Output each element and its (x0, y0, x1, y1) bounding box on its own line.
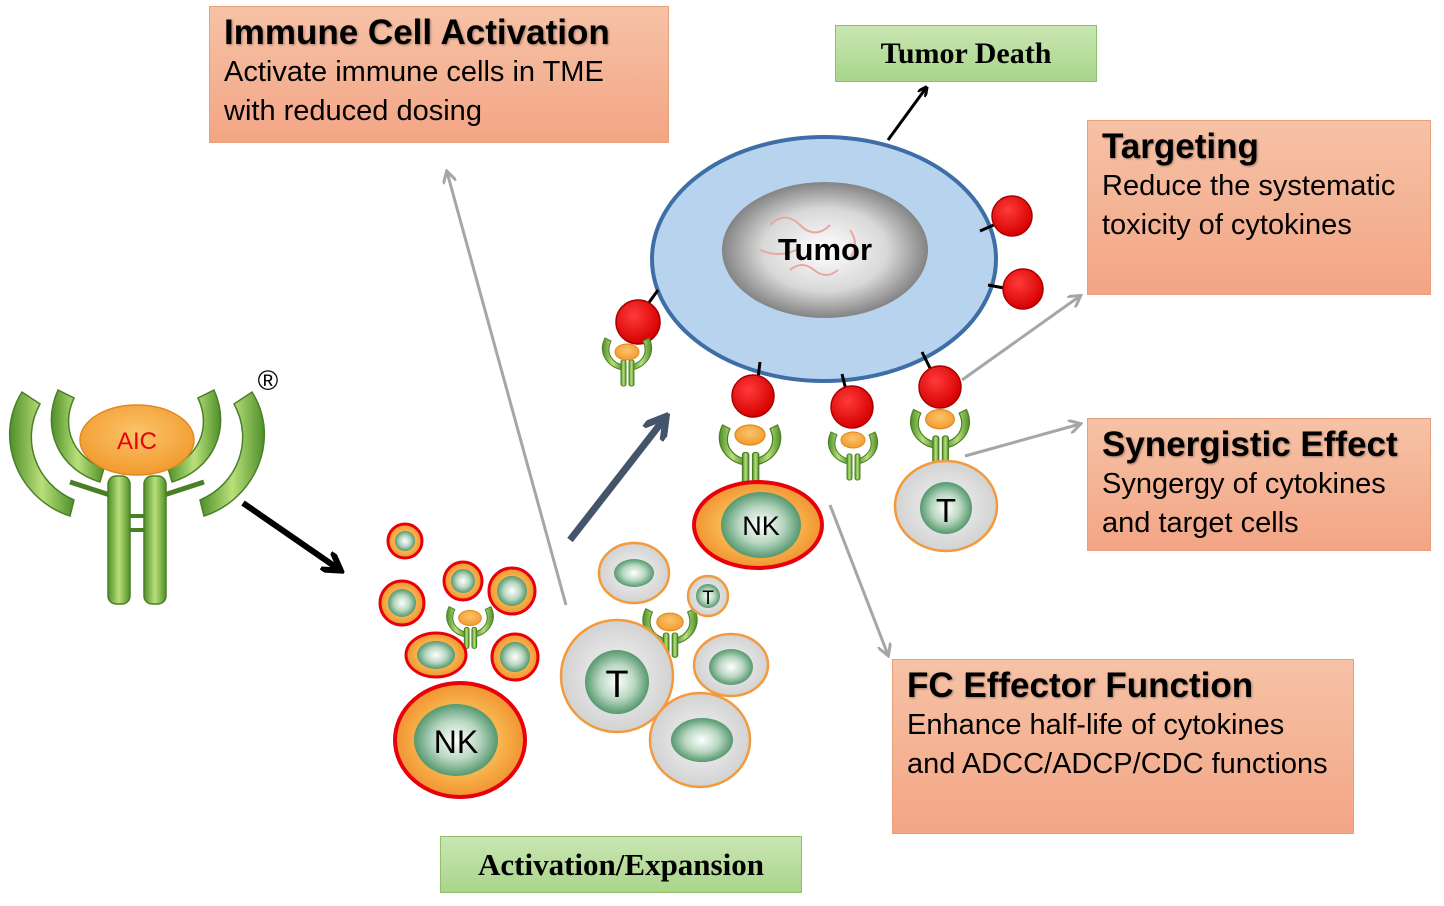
tumor-death-box: Tumor Death (835, 25, 1097, 82)
tumor-death-label: Tumor Death (880, 37, 1052, 70)
synergistic-box: Synergistic Effect Syngergy of cytokines… (1087, 418, 1431, 551)
nk-cell-small (404, 631, 468, 679)
arrow-to-synergistic (964, 424, 1080, 458)
nk-label: NK (434, 724, 478, 760)
fc-effector-box: FC Effector Function Enhance half-life o… (892, 659, 1354, 834)
fc-effector-title: FC Effector Function (907, 666, 1254, 705)
mini-antibody (909, 408, 971, 466)
t-label: T (936, 492, 956, 529)
t-cell-small: T (686, 574, 730, 618)
tumor-cell: Tumor (650, 135, 998, 383)
nk-cell-small (378, 579, 426, 627)
immune-activation-body: Activate immune cells in TME with reduce… (224, 56, 604, 127)
arrow-to-immune-activation (447, 172, 568, 606)
nk-cell-large: NK (393, 681, 527, 799)
t-cell-small (597, 541, 671, 605)
aic-label: AIC (117, 428, 157, 455)
targeting-title: Targeting (1102, 127, 1259, 166)
nk-label: NK (742, 511, 780, 541)
arrow-to-tumor-death (886, 88, 926, 141)
immune-activation-title: Immune Cell Activation (224, 13, 610, 52)
mini-antibody (827, 431, 879, 481)
nk-cell-small (487, 566, 537, 616)
arrow-to-fc-effector (828, 504, 888, 655)
synergistic-body: Syngergy of cytokines and target cells (1102, 468, 1386, 539)
t-label: T (605, 664, 628, 706)
t-cell-medium (648, 691, 752, 789)
t-label: T (702, 588, 714, 609)
activation-expansion-label: Activation/Expansion (478, 847, 764, 882)
aic-antibody-large: AIC ® (8, 365, 279, 605)
mini-antibody (601, 337, 653, 387)
fc-effector-body: Enhance half-life of cytokines and ADCC/… (907, 709, 1328, 780)
tumor-receptors (615, 195, 1044, 429)
nk-cell-small (386, 522, 424, 560)
targeting-body: Reduce the systematic toxicity of cytoki… (1102, 170, 1396, 241)
nk-cell-small (442, 560, 484, 602)
mini-antibody (446, 605, 494, 649)
registered-mark: ® (258, 365, 279, 396)
arrow-antibody-to-cells (241, 500, 340, 570)
nk-cell-bound: NK (692, 480, 824, 570)
t-cell-small (692, 632, 770, 698)
synergistic-title: Synergistic Effect (1102, 425, 1398, 464)
arrow-to-tumor (567, 418, 665, 543)
arrow-to-targeting (961, 296, 1080, 382)
t-cell-bound: T (893, 459, 999, 553)
mini-antibody (642, 608, 698, 658)
tumor-label: Tumor (778, 232, 872, 267)
mini-antibody (718, 424, 782, 486)
targeting-box: Targeting Reduce the systematic toxicity… (1087, 120, 1431, 295)
activation-expansion-box: Activation/Expansion (440, 836, 802, 893)
immune-activation-box: Immune Cell Activation Activate immune c… (209, 6, 669, 143)
t-cell-large: T (559, 618, 675, 734)
nk-cell-small (490, 632, 540, 682)
